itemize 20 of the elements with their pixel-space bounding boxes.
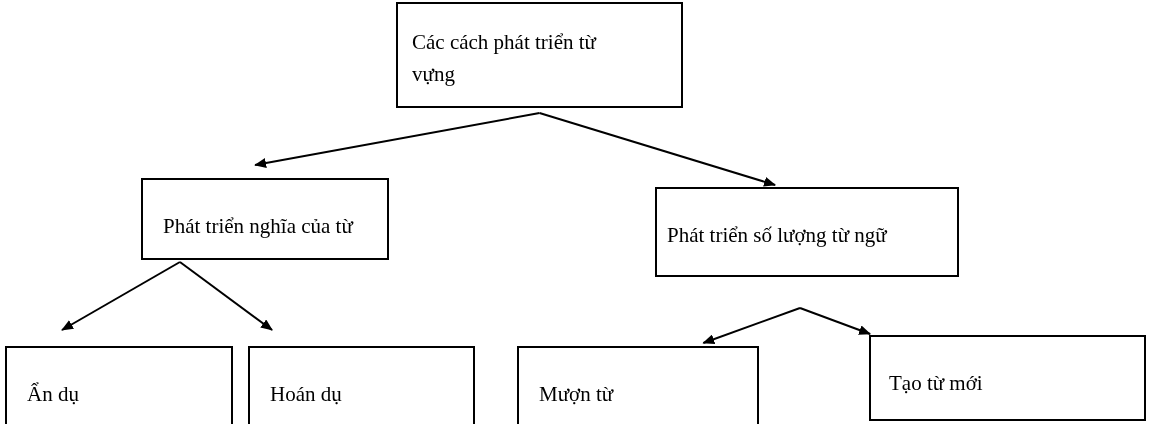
arrow bbox=[799, 307, 872, 335]
box-label: Các cách phát triển từ vựng bbox=[412, 29, 598, 88]
text-box bbox=[5, 346, 233, 424]
text-box bbox=[655, 187, 959, 277]
text-box bbox=[396, 2, 683, 108]
box-label: Tạo từ mới bbox=[889, 370, 984, 397]
arrow bbox=[178, 261, 274, 331]
text-box bbox=[141, 178, 389, 260]
arrow bbox=[61, 261, 181, 331]
box-label: Phát triển số lượng từ ngữ bbox=[667, 222, 888, 249]
box-label: Mượn từ bbox=[539, 381, 615, 408]
box-label: Hoán dụ bbox=[270, 381, 343, 408]
arrow bbox=[254, 112, 541, 168]
text-box bbox=[248, 346, 475, 424]
box-label: Ẩn dụ bbox=[27, 381, 80, 408]
text-box bbox=[869, 335, 1146, 421]
arrow bbox=[538, 112, 777, 187]
arrow bbox=[702, 307, 801, 344]
text-box bbox=[517, 346, 759, 424]
box-label: Phát triển nghĩa của từ bbox=[163, 213, 355, 240]
